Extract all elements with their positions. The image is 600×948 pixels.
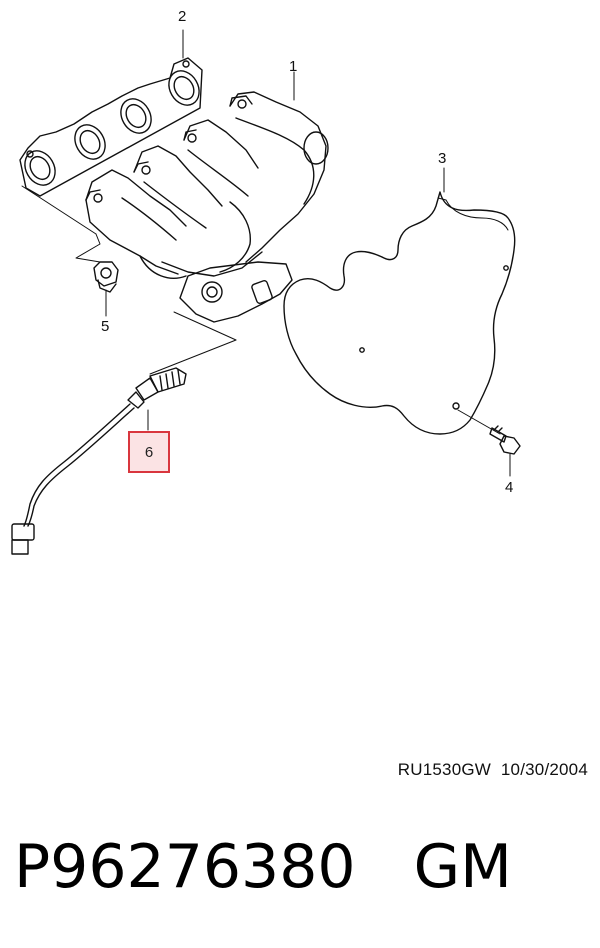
- manifold-gasket: [19, 57, 203, 197]
- drawing-reference: RU1530GW 10/30/2004: [398, 760, 588, 780]
- exhaust-manifold-diagram: [11, 29, 521, 555]
- nut: [93, 261, 119, 293]
- callout-3: 3: [438, 150, 447, 167]
- oxygen-sensor: [11, 311, 237, 555]
- drawing-code: RU1530GW: [397, 760, 492, 779]
- callout-1: 1: [289, 58, 298, 75]
- footer: P96276380 GM: [14, 832, 512, 902]
- bolt: [489, 425, 521, 455]
- callout-2: 2: [178, 8, 187, 25]
- brand: GM: [413, 832, 512, 902]
- part-number: P96276380: [14, 832, 356, 902]
- heat-shield: [283, 191, 516, 435]
- drawing-date: 10/30/2004: [500, 760, 588, 779]
- callout-6-highlighted[interactable]: 6: [128, 431, 170, 473]
- callout-6-label: 6: [144, 443, 154, 461]
- exhaust-manifold: [85, 91, 329, 323]
- callout-4: 4: [505, 479, 514, 496]
- callout-5: 5: [101, 318, 110, 335]
